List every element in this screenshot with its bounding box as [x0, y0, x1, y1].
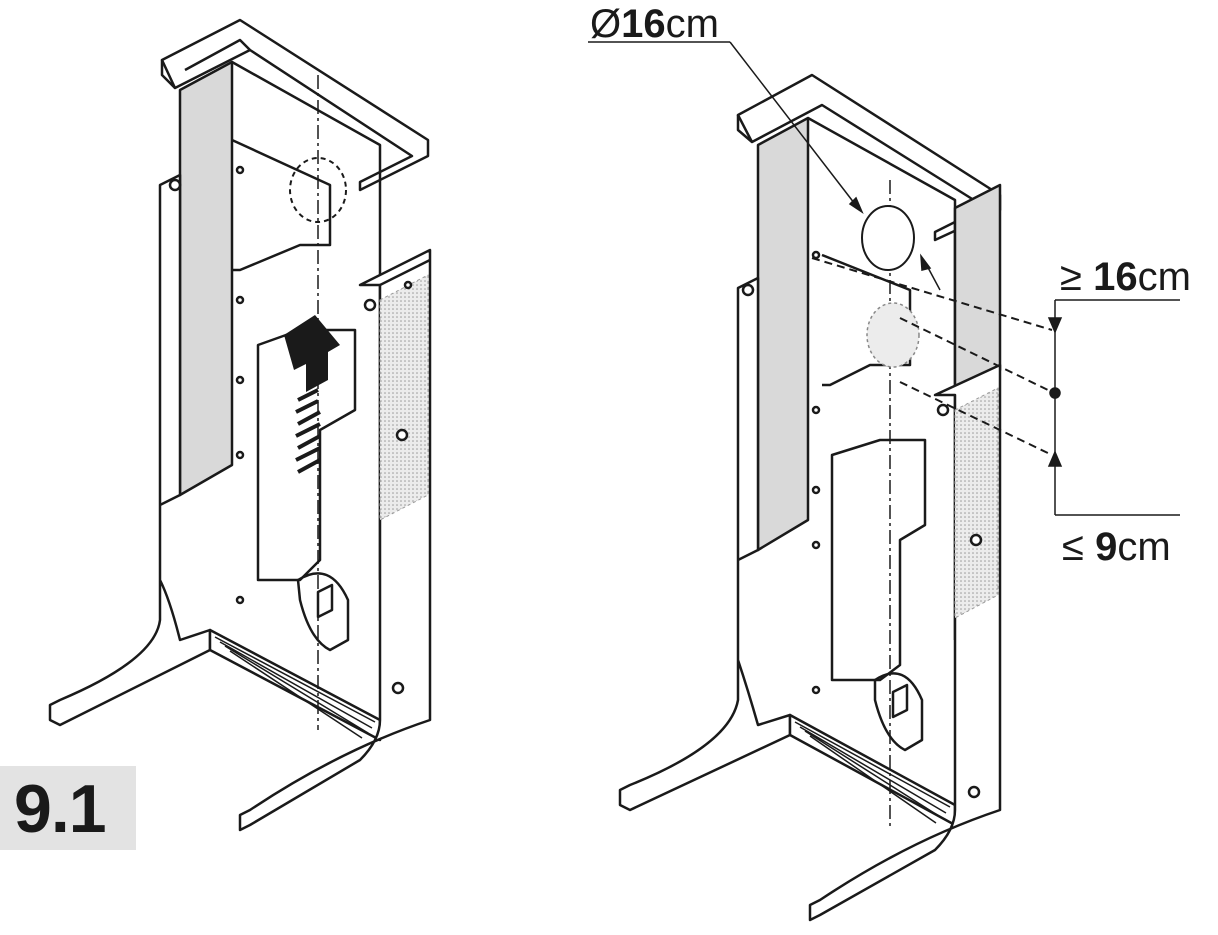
figure-number: 9.1	[14, 771, 107, 847]
dimension-extension-lines	[811, 257, 1053, 456]
vent-opening-max	[861, 205, 915, 271]
up-arrow-icon	[284, 315, 340, 474]
dimension-bracket	[1047, 299, 1180, 516]
max-distance-label: ≤ 9cm	[1062, 525, 1171, 569]
vent-opening-min	[866, 302, 920, 368]
vent-opening-outline	[289, 157, 347, 223]
diameter-label: Ø16cm	[590, 2, 719, 46]
left-side-panel	[178, 60, 234, 497]
left-leg	[618, 276, 792, 812]
min-distance-label: ≥ 16cm	[1060, 255, 1191, 299]
left-leg	[48, 173, 212, 727]
mounting-frame-right	[618, 73, 1002, 922]
left-side-panel	[756, 116, 810, 552]
diameter-leader	[588, 41, 941, 291]
figure-number-badge: 9.1	[0, 766, 136, 850]
mounting-frame-left	[48, 18, 432, 832]
